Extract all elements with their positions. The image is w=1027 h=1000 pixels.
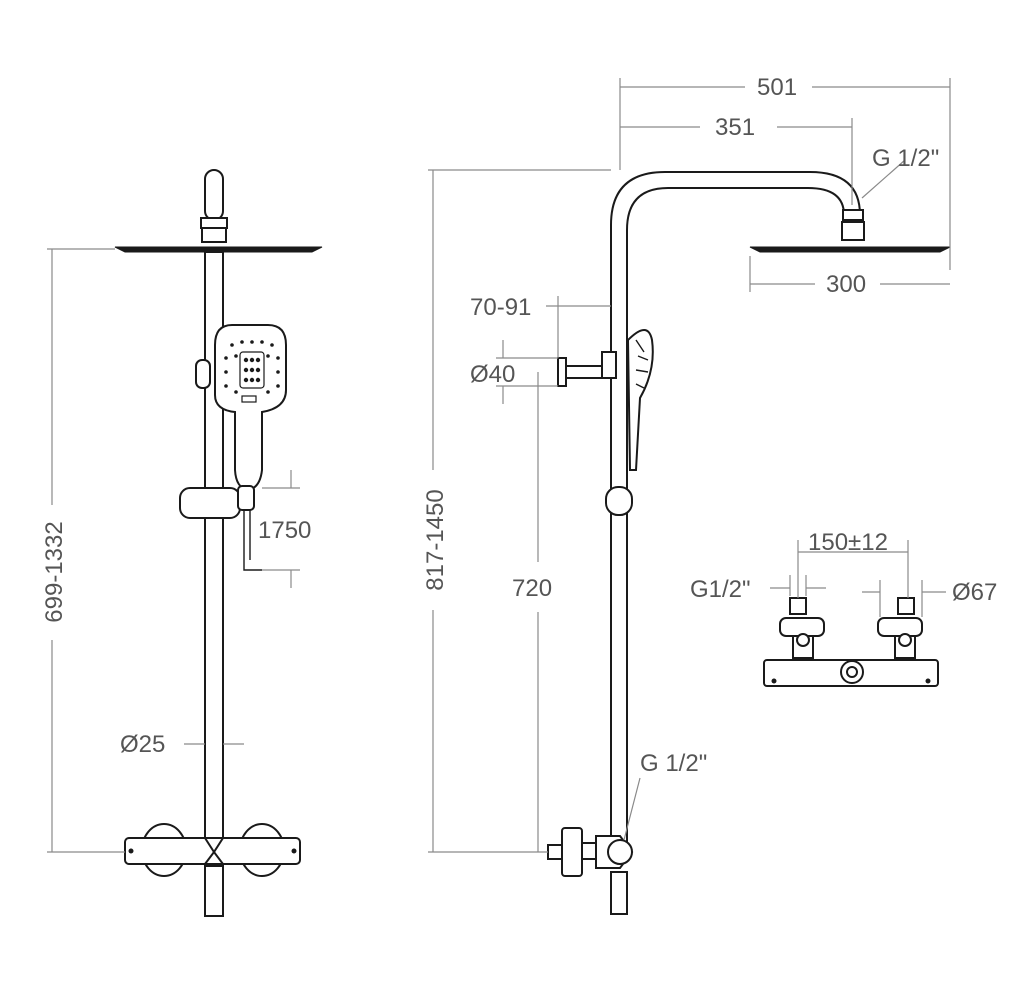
pipe-diameter-label: Ø25 [120, 731, 165, 758]
front-connector-nut [200, 217, 228, 229]
front-outlet-pipe [204, 865, 224, 917]
side-thermostatic-mixer [547, 827, 634, 877]
bracket-diameter-label: Ø40 [470, 361, 515, 388]
front-shower-hose [243, 510, 262, 571]
front-swivel-joint [201, 227, 227, 243]
side-dimensions: 501 351 G 1/2" 300 70-91 Ø40 817-1450 72… [422, 74, 951, 853]
mixer-dimensions: 150±12 G1/2" Ø67 [690, 529, 997, 617]
overhead-thread-label: G 1/2" [872, 145, 939, 172]
front-top-pipe [204, 169, 224, 221]
side-slider [605, 486, 633, 516]
height-range-side-label: 817-1450 [422, 489, 449, 590]
side-rain-shower-head [749, 246, 951, 253]
wall-distance-label: 70-91 [470, 294, 531, 321]
side-outlet-pipe [610, 871, 628, 915]
riser-height-label: 720 [512, 575, 552, 602]
side-arm-nut [842, 209, 864, 221]
front-hose-connector [237, 485, 255, 511]
hose-length-label: 1750 [258, 517, 311, 544]
center-distance-label: 150±12 [808, 529, 888, 556]
height-range-front-label: 699-1332 [41, 521, 68, 622]
front-hand-shower-holder [195, 359, 211, 389]
mixer-right-inlet [877, 597, 923, 659]
valve-thread-label: G1/2" [690, 576, 751, 603]
mixer-detail [763, 597, 939, 687]
mixer-left-inlet [779, 597, 825, 659]
front-rain-shower-head [114, 246, 323, 253]
inlet-thread-label: G 1/2" [640, 750, 707, 777]
total-width-label: 501 [757, 74, 797, 101]
front-hand-shower [214, 324, 287, 492]
side-wall-bracket [557, 351, 617, 387]
side-shower-arm-inner [626, 187, 845, 852]
front-view [114, 169, 323, 917]
arm-width-label: 351 [715, 114, 755, 141]
front-hand-shower-nozzles [224, 340, 280, 403]
side-swivel-joint [841, 221, 865, 241]
front-slider [179, 487, 241, 519]
front-thermostatic-mixer [124, 823, 301, 877]
front-dimensions: 699-1332 1750 Ø25 [41, 248, 311, 853]
side-view [547, 171, 951, 915]
head-diameter-label: 300 [826, 271, 866, 298]
side-hand-shower [626, 329, 654, 471]
cover-diameter-label: Ø67 [952, 579, 997, 606]
